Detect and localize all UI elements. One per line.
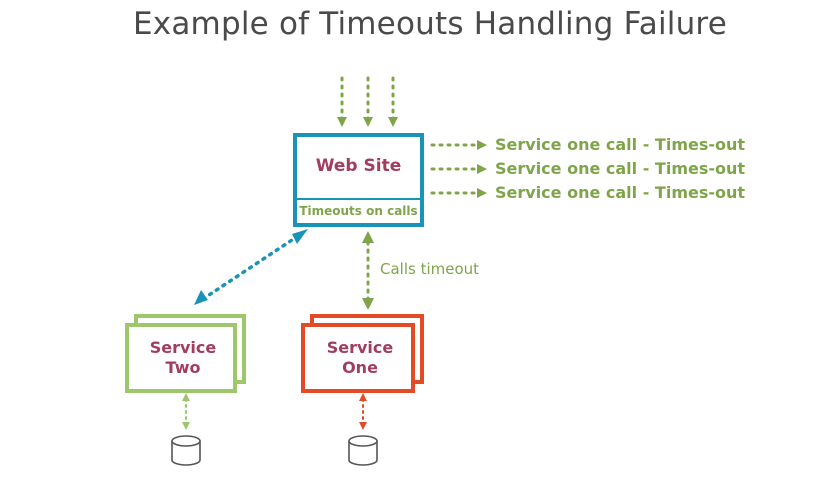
- calls-timeout-arrow: [362, 231, 374, 310]
- web-site-label: Web Site: [315, 156, 402, 176]
- service-one-database-icon: [348, 435, 378, 466]
- calls-timeout-label: Calls timeout: [380, 260, 480, 278]
- incoming-request-arrows: [337, 76, 398, 127]
- service-two-db-arrow: [182, 393, 190, 430]
- timeout-call-label-1: Service one call - Times-out: [495, 135, 746, 154]
- timeout-call-label-2: Service one call - Times-out: [495, 159, 746, 178]
- timeout-call-arrows: [430, 140, 487, 198]
- service-two-box: [125, 314, 246, 393]
- timeout-call-label-3: Service one call - Times-out: [495, 183, 746, 202]
- service-two-label-line1: Service: [149, 338, 217, 357]
- service-two-link-arrow: [194, 229, 308, 305]
- service-one-label-line1: Service: [326, 338, 394, 357]
- web-site-footer-label: Timeouts on calls: [299, 204, 418, 218]
- service-one-label-line2: One: [342, 358, 378, 377]
- service-one-db-arrow: [359, 393, 367, 430]
- web-site-box: [293, 133, 424, 227]
- service-two-database-icon: [171, 435, 201, 466]
- service-two-label-line2: Two: [165, 358, 201, 377]
- page-title: Example of Timeouts Handling Failure: [133, 6, 727, 42]
- service-one-box: [301, 314, 424, 393]
